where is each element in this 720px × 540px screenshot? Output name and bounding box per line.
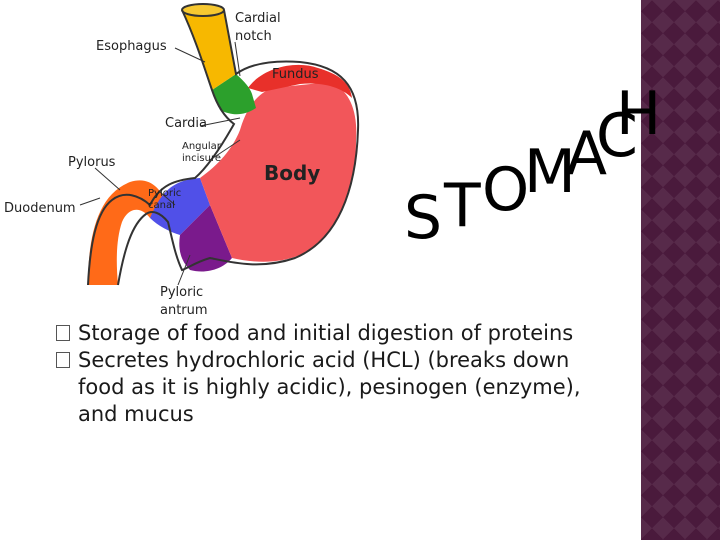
bullet-marker-icon <box>56 325 70 341</box>
duodenum-region <box>88 180 168 285</box>
label-angular-incisure-2: incisure <box>182 153 221 164</box>
title-letter: M <box>524 137 576 207</box>
label-pylorus: Pylorus <box>68 155 116 170</box>
bullet-item: Storage of food and initial digestion of… <box>56 320 616 347</box>
label-pyloric-antrum-1: Pyloric <box>160 285 203 300</box>
title-letter: A <box>566 119 608 189</box>
esophagus-opening <box>181 3 225 17</box>
label-duodenum: Duodenum <box>4 201 76 216</box>
label-angular-incisure-1: Angular <box>182 141 222 152</box>
stomach-diagram: Esophagus Cardial notch Fundus Cardia An… <box>4 3 360 318</box>
label-fundus: Fundus <box>272 67 319 82</box>
label-cardia: Cardia <box>165 116 207 131</box>
bullet-text: Secretes hydrochloric acid (HCL) (breaks… <box>78 348 581 426</box>
bullet-text: Storage of food and initial digestion of… <box>78 321 574 345</box>
stomach-body-region <box>200 82 357 262</box>
pyloric-canal-region <box>150 178 210 235</box>
cardia-region <box>212 74 256 115</box>
label-body: Body <box>264 161 320 185</box>
bullet-item: Secretes hydrochloric acid (HCL) (breaks… <box>56 347 616 428</box>
title-letter: H <box>616 79 662 149</box>
label-esophagus: Esophagus <box>96 39 167 54</box>
fundus-region <box>248 64 352 98</box>
title-letter: O <box>482 155 530 225</box>
esophagus-region <box>182 5 236 90</box>
title-letter: T <box>444 171 481 241</box>
title-letter: S <box>404 183 443 253</box>
label-pyloric-antrum-2: antrum <box>160 303 208 318</box>
decorative-side-band <box>641 0 720 540</box>
bullet-list: Storage of food and initial digestion of… <box>56 320 616 428</box>
pyloric-antrum-region <box>179 205 232 272</box>
label-cardial-notch-1: Cardial <box>235 11 281 26</box>
bullet-marker-icon <box>56 352 70 368</box>
title-letter: C <box>596 101 638 171</box>
label-pyloric-canal-2: canal <box>148 200 175 211</box>
label-pyloric-canal-1: Pyloric <box>148 188 181 199</box>
label-cardial-notch-2: notch <box>235 29 272 44</box>
